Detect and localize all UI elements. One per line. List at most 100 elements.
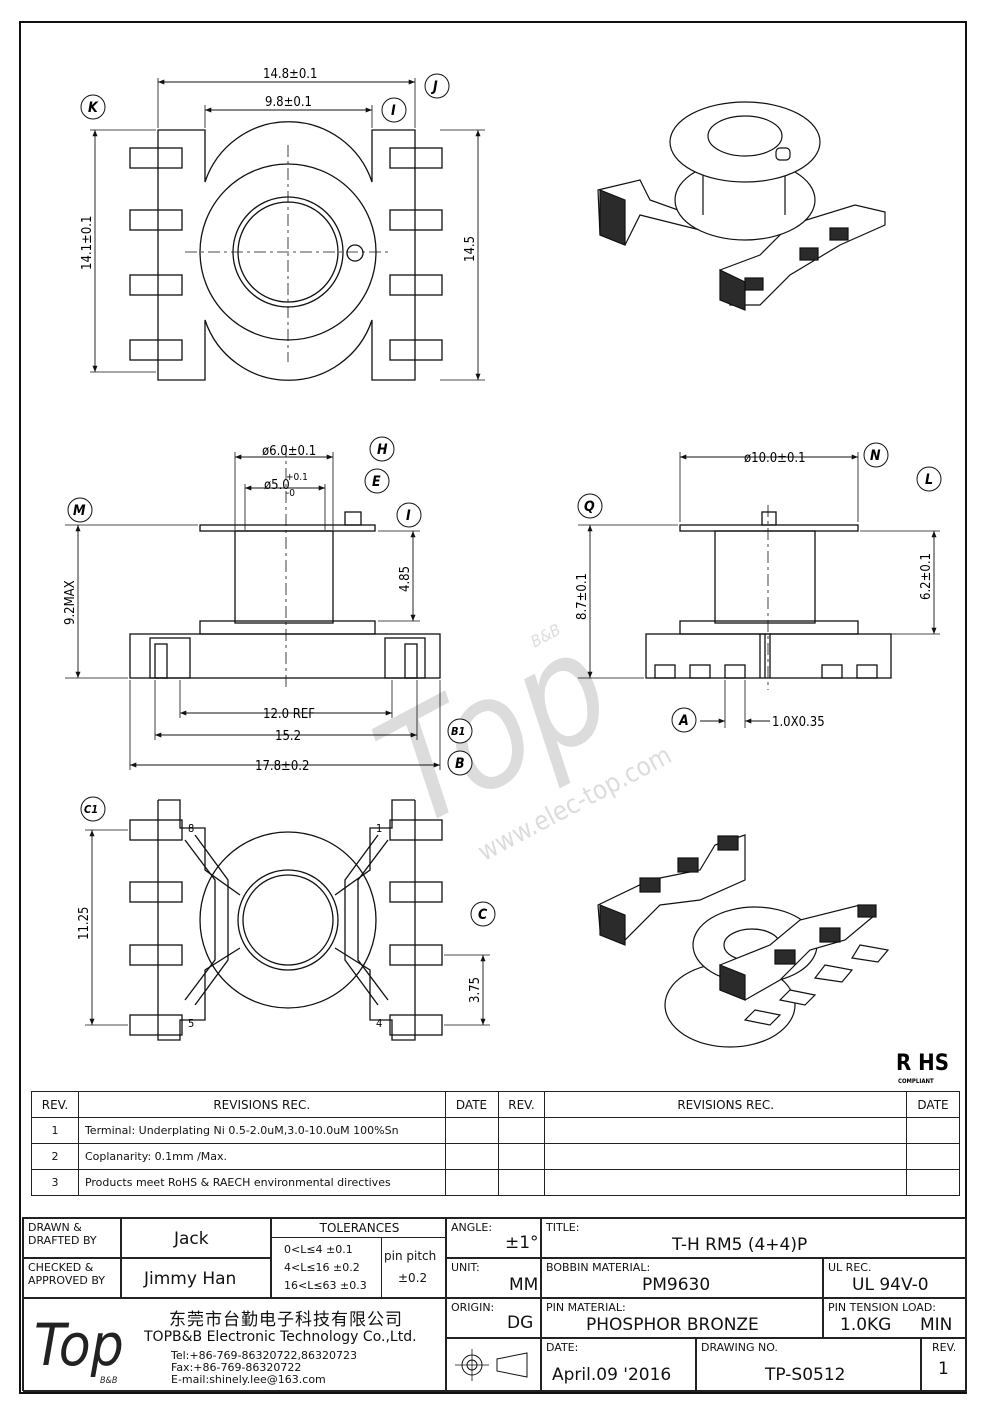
- dim-top-inner-width: 9.8±0.1: [265, 95, 312, 110]
- drawing-no-cell: DRAWING NO.TP-S0512: [696, 1338, 921, 1392]
- ul-rec-cell: UL REC.UL 94V-0: [823, 1258, 967, 1298]
- angle-cell: ANGLE:±1°: [446, 1218, 541, 1258]
- callout-N: N: [863, 442, 889, 468]
- callout-H: H: [369, 436, 395, 462]
- dim-side-pin: 1.0X0.35: [772, 715, 825, 730]
- svg-text:K: K: [88, 100, 99, 116]
- svg-text:B&B: B&B: [100, 1376, 118, 1386]
- company-cell: Top B&B 东莞市台勤电子科技有限公司 TOPB&B Electronic …: [23, 1298, 446, 1392]
- watermark: Top B&B www.elec-top.com: [351, 599, 677, 868]
- rev-cell: REV.1: [921, 1338, 967, 1392]
- table-row: 1 Terminal: Underplating Ni 0.5-2.0uM,3.…: [31, 1117, 960, 1144]
- dim-front-ref: 12.0 REF: [263, 707, 315, 722]
- iso-view-bottom: [597, 834, 890, 1048]
- callout-B1: B1: [447, 718, 473, 744]
- svg-text:A: A: [678, 713, 689, 729]
- dim-front-height: 9.2MAX: [63, 580, 78, 625]
- dim-front-flange: 4.85: [398, 566, 413, 592]
- svg-text:M: M: [73, 503, 86, 519]
- origin-cell: ORIGIN:DG: [446, 1298, 541, 1338]
- rohs-sub: COMPLIANT: [898, 1078, 934, 1085]
- callout-L: L: [916, 466, 942, 492]
- svg-text:E: E: [372, 474, 381, 490]
- svg-text:C1: C1: [84, 803, 98, 816]
- drawn-label-cell: DRAWN & DRAFTED BY: [23, 1218, 121, 1258]
- drawn-by-cell: Jack: [121, 1218, 271, 1258]
- callout-C1: C1: [80, 796, 106, 822]
- dim-front-inner-dia: ø5.0: [264, 478, 290, 493]
- svg-text:H: H: [377, 442, 388, 458]
- pin-number-5: 5: [188, 1017, 194, 1030]
- callout-A: A: [671, 707, 697, 733]
- rev-header-2: REV.: [497, 1091, 546, 1118]
- rohs-mark: R HS: [896, 1051, 949, 1076]
- dim-front-inner-tol-minus: -0: [286, 488, 295, 499]
- svg-text:B1: B1: [451, 725, 465, 738]
- dim-top-height-left: 14.1±0.1: [80, 216, 95, 270]
- callout-E: E: [364, 468, 390, 494]
- rec-header: REVISIONS REC.: [77, 1091, 446, 1118]
- projection-icon: [455, 1349, 528, 1381]
- checked-by-cell: Jimmy Han: [121, 1258, 271, 1298]
- projection-symbol-cell: [446, 1338, 541, 1392]
- callout-C: C: [470, 901, 496, 927]
- dim-top-overall-width: 14.8±0.1: [263, 67, 317, 82]
- pin-material-cell: PIN MATERIAL:PHOSPHOR BRONZE: [541, 1298, 823, 1338]
- callout-I-front: I: [396, 502, 422, 528]
- dim-front-outer-dia: ø6.0±0.1: [262, 444, 316, 459]
- svg-text:I: I: [406, 508, 411, 524]
- top-view: [90, 78, 485, 381]
- callout-M: M: [67, 497, 93, 523]
- callout-I-top: I: [381, 97, 407, 123]
- svg-text:Q: Q: [584, 499, 595, 515]
- bottom-view: [85, 799, 490, 1041]
- dim-front-mid: 15.2: [275, 729, 301, 744]
- pin-number-1: 1: [376, 822, 382, 835]
- iso-view-top: [597, 101, 886, 311]
- company-name-en: TOPB&B Electronic Technology Co.,Ltd.: [144, 1329, 417, 1345]
- svg-text:C: C: [478, 907, 488, 923]
- callout-Q: Q: [577, 493, 603, 519]
- callouts: K J I H E I M N L Q A B1 B C1 C: [67, 73, 942, 927]
- dim-side-height: 8.7±0.1: [575, 573, 590, 620]
- table-row: 2 Coplanarity: 0.1mm /Max.: [31, 1143, 960, 1170]
- bobbin-material-cell: BOBBIN MATERIAL:PM9630: [541, 1258, 823, 1298]
- rev-header: REV.: [31, 1091, 79, 1118]
- dim-top-height-right: 14.5: [463, 236, 478, 262]
- callout-J: J: [424, 73, 450, 99]
- svg-text:Top: Top: [34, 1311, 124, 1379]
- company-logo: Top B&B: [34, 1311, 124, 1386]
- title-cell: TITLE:T-H RM5 (4+4)P: [541, 1218, 967, 1258]
- svg-text:J: J: [430, 79, 438, 95]
- front-view: [65, 445, 441, 770]
- table-row: 3 Products meet RoHS & RAECH environment…: [31, 1169, 960, 1196]
- callout-K: K: [80, 94, 106, 120]
- tolerances-cell: TOLERANCES 0<L≤4 ±0.1 4<L≤16 ±0.2 16<L≤6…: [271, 1218, 447, 1299]
- company-name-cn: 东莞市台勤电子科技有限公司: [169, 1310, 403, 1330]
- svg-text:I: I: [391, 103, 396, 119]
- sheet-border: [19, 21, 967, 1394]
- dim-side-dia: ø10.0±0.1: [744, 451, 806, 466]
- company-contact: Tel:+86-769-86320722,86320723 Fax:+86-76…: [171, 1349, 358, 1386]
- date-header: DATE: [444, 1091, 499, 1118]
- unit-cell: UNIT:MM: [446, 1258, 541, 1298]
- revision-table: REV. REVISIONS REC. DATE REV. REVISIONS …: [31, 1091, 960, 1196]
- dim-front-inner-tol-plus: +0.1: [286, 472, 308, 483]
- date-header-2: DATE: [906, 1091, 960, 1118]
- rec-header-2: REVISIONS REC.: [544, 1091, 907, 1118]
- dim-bottom-pitch: 3.75: [468, 977, 483, 1003]
- title-block: DRAWN & DRAFTED BY Jack CHECKED & APPROV…: [22, 1217, 967, 1392]
- dim-front-overall: 17.8±0.2: [255, 759, 309, 774]
- svg-text:B: B: [455, 756, 465, 772]
- date-cell: DATE:April.09 '2016: [541, 1338, 696, 1392]
- dim-side-flange: 6.2±0.1: [919, 553, 934, 600]
- svg-text:L: L: [925, 472, 933, 488]
- pin-number-4: 4: [376, 1017, 382, 1030]
- callout-B: B: [447, 750, 473, 776]
- checked-label-cell: CHECKED & APPROVED BY: [23, 1258, 121, 1298]
- svg-text:N: N: [870, 448, 881, 464]
- pin-number-8: 8: [188, 822, 194, 835]
- side-view: [578, 452, 940, 728]
